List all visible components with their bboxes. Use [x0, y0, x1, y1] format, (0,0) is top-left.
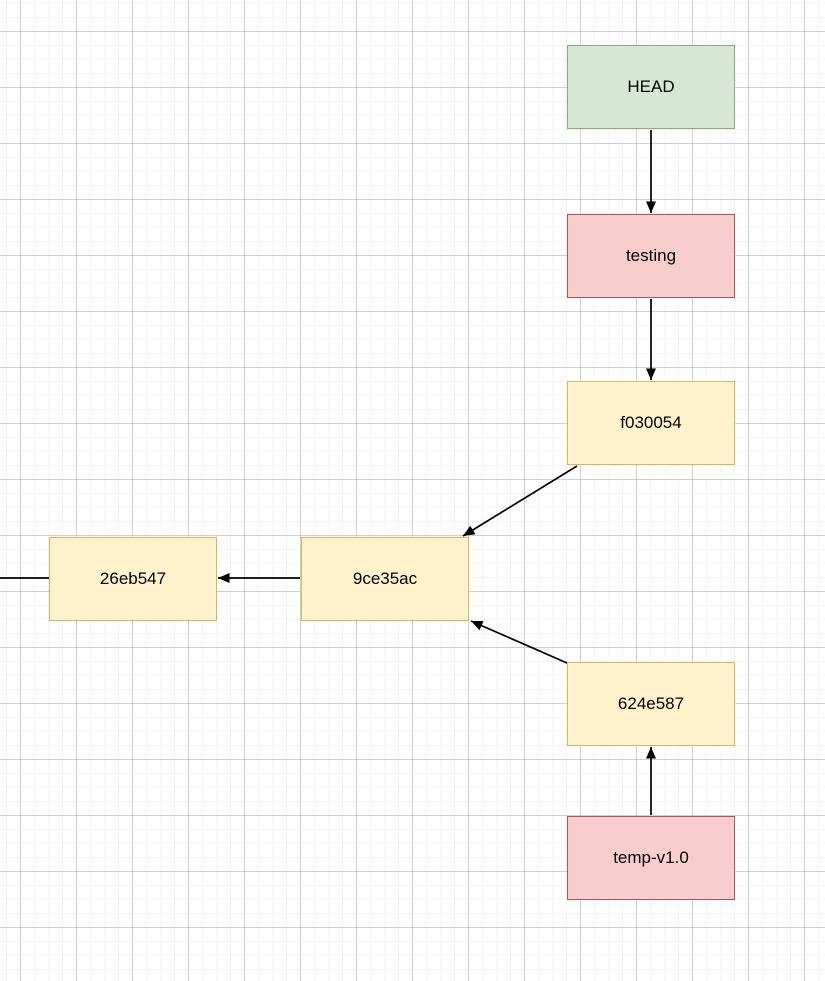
node-testing[interactable]: testing [567, 214, 735, 298]
node-9ce35ac[interactable]: 9ce35ac [301, 537, 469, 621]
graph-node-label: 9ce35ac [352, 568, 418, 588]
graph-node-label: HEAD [627, 76, 675, 96]
graph-node-label: testing [625, 245, 677, 265]
graph-node-label: 624e587 [617, 693, 685, 713]
node-26eb547[interactable]: 26eb547 [49, 537, 217, 621]
node-temp-v1-0[interactable]: temp-v1.0 [567, 816, 735, 900]
node-624e587[interactable]: 624e587 [567, 662, 735, 746]
node-head[interactable]: HEAD [567, 45, 735, 129]
graph-node-label: 26eb547 [99, 568, 167, 588]
edge-f030054-to-9ce35ac[interactable] [462, 465, 578, 537]
graph-node-label: f030054 [620, 412, 682, 432]
edge-624e587-to-9ce35ac[interactable] [470, 620, 568, 664]
node-f030054[interactable]: f030054 [567, 381, 735, 465]
graph-node-label: temp-v1.0 [613, 847, 689, 867]
